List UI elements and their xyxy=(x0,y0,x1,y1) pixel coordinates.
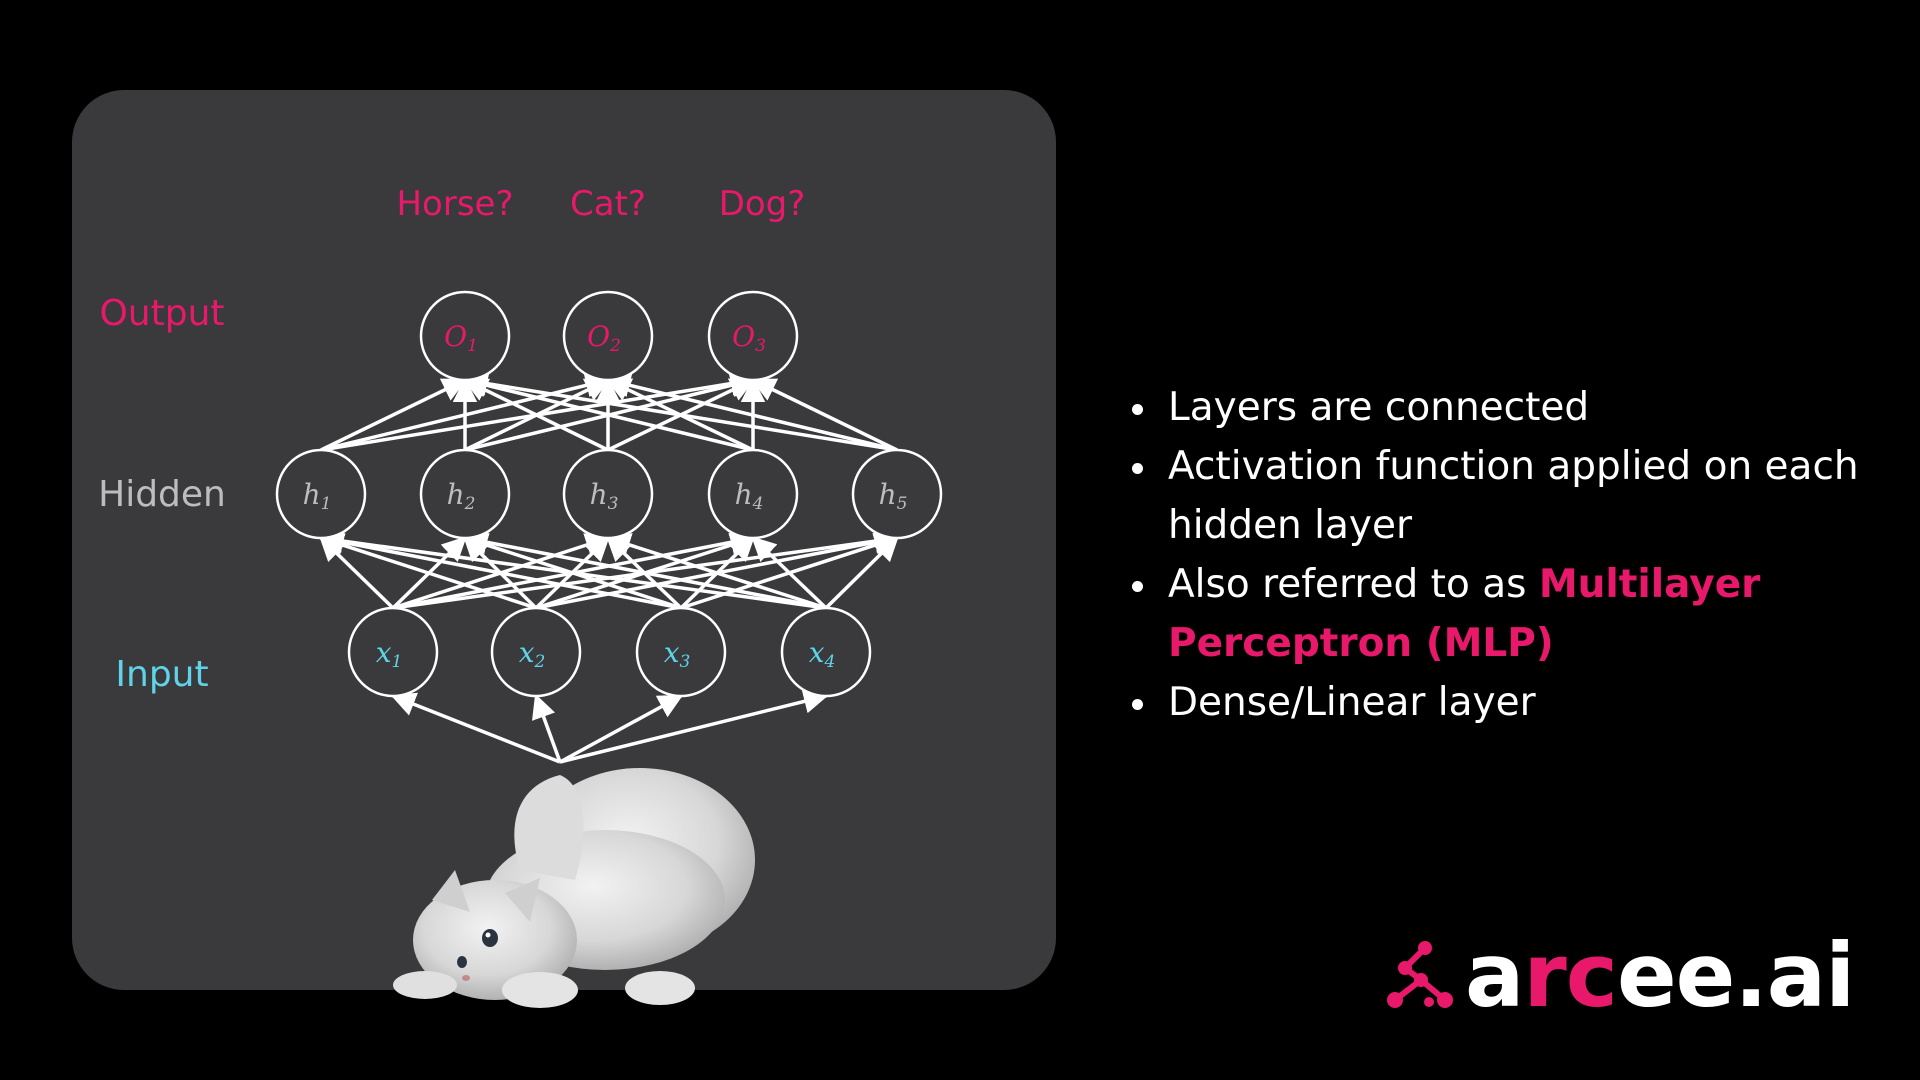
arcee-logo: arcee.ai xyxy=(1385,930,1855,1022)
logo-wordmark: arcee.ai xyxy=(1465,930,1855,1022)
edge-input-hidden xyxy=(318,530,682,610)
bullet-item: Activation function applied on each hidd… xyxy=(1130,437,1890,555)
input-node-2-circle xyxy=(490,606,582,698)
bullet-text: Also referred to as xyxy=(1168,562,1539,607)
input-node-1: x1 xyxy=(347,606,439,698)
hidden-node-5-circle xyxy=(851,448,943,540)
output-node-3-label: O3 xyxy=(732,320,766,356)
bullet-text: Activation function applied on each hidd… xyxy=(1168,444,1859,548)
output-node-1-circle xyxy=(419,290,511,382)
edge-image-input xyxy=(559,694,684,764)
edge-input-hidden xyxy=(824,536,899,610)
input-node-1-circle xyxy=(347,606,439,698)
output-node-3-circle xyxy=(707,290,799,382)
hidden-node-4: h4 xyxy=(707,448,799,540)
input-node-3-label: x3 xyxy=(664,636,691,672)
bullet-text: Dense/Linear layer xyxy=(1168,680,1536,725)
edge-image-input xyxy=(390,692,561,764)
kitten-image xyxy=(393,768,755,1008)
edge-hidden-output xyxy=(320,378,468,452)
molecule-icon xyxy=(1387,941,1453,1008)
input-node-4-label: x4 xyxy=(809,636,836,672)
edge-image-input xyxy=(532,693,562,763)
input-node-2-label: x2 xyxy=(519,636,546,672)
input-node-3: x3 xyxy=(635,606,727,698)
logo-part-accent: rc xyxy=(1523,924,1618,1027)
edge-hidden-output xyxy=(462,373,754,452)
edge-hidden-output xyxy=(750,378,898,452)
logo-part: a xyxy=(1465,924,1524,1027)
output-node-2: O2 xyxy=(562,290,654,382)
bullet-list: Layers are connected Activation function… xyxy=(1130,378,1890,732)
question-horse: Horse? xyxy=(396,184,513,224)
hidden-node-1-circle xyxy=(275,448,367,540)
input-node-4-circle xyxy=(780,606,872,698)
bullet-text: Layers are connected xyxy=(1168,385,1590,430)
input-node-1-label: x1 xyxy=(376,636,403,672)
output-node-1: O1 xyxy=(419,290,511,382)
hidden-node-1-label: h1 xyxy=(303,478,332,514)
output-node-3: O3 xyxy=(707,290,799,382)
edge-input-hidden xyxy=(318,533,537,610)
bullet-highlight: Multilayer Perceptron (MLP) xyxy=(1168,562,1761,666)
input-node-4: x4 xyxy=(780,606,872,698)
hidden-node-3-circle xyxy=(562,448,654,540)
edge-input-hidden xyxy=(605,533,827,610)
mlp-diagram: O1 O2 O3 h1 h2 h3 h4 h5 x1 x2 x3 x4 Horse? Cat? Dog… xyxy=(98,184,943,1008)
output-node-2-label: O2 xyxy=(587,320,621,356)
hidden-node-2-label: h2 xyxy=(447,478,476,514)
edge-hidden-output xyxy=(462,371,898,452)
hidden-node-2-circle xyxy=(419,448,511,540)
edge-image-input xyxy=(559,689,829,764)
layer-label-input: Input xyxy=(115,654,208,695)
logo-part: ee.ai xyxy=(1616,924,1855,1027)
question-dog: Dog? xyxy=(719,184,806,224)
hidden-node-5: h5 xyxy=(851,448,943,540)
question-cat: Cat? xyxy=(570,184,646,224)
hidden-node-1: h1 xyxy=(275,448,367,540)
hidden-node-3: h3 xyxy=(562,448,654,540)
layer-label-output: Output xyxy=(99,293,224,334)
edge-input-hidden xyxy=(318,528,827,610)
output-node-2-circle xyxy=(562,290,654,382)
edge-input-hidden xyxy=(751,536,828,610)
output-node-1-label: O1 xyxy=(444,320,478,356)
input-node-3-circle xyxy=(635,606,727,698)
hidden-node-2: h2 xyxy=(419,448,511,540)
hidden-node-4-label: h4 xyxy=(735,478,764,514)
hidden-node-5-label: h5 xyxy=(879,478,908,514)
bullet-item: Layers are connected xyxy=(1130,378,1890,437)
hidden-node-4-circle xyxy=(707,448,799,540)
edge-hidden-output xyxy=(605,373,898,452)
bullet-item: Dense/Linear layer xyxy=(1130,673,1890,732)
hidden-node-3-label: h3 xyxy=(590,478,619,514)
edge-input-hidden xyxy=(462,530,827,610)
layer-label-hidden: Hidden xyxy=(98,474,226,515)
input-node-2: x2 xyxy=(490,606,582,698)
bullet-item: Also referred to as Multilayer Perceptro… xyxy=(1130,555,1890,673)
